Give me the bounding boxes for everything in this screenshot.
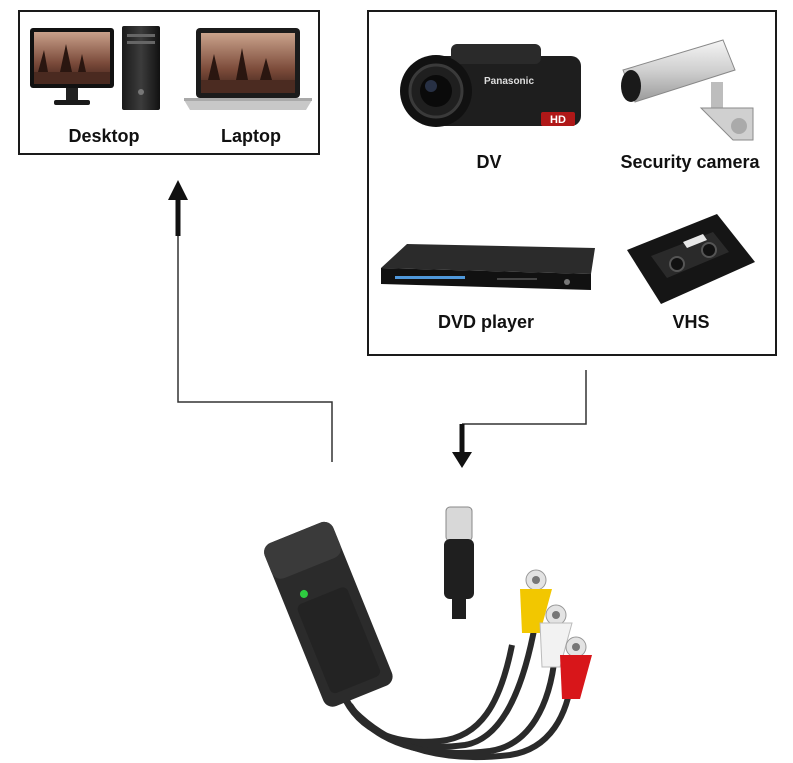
security-camera-icon bbox=[613, 30, 763, 145]
dvd-player-label: DVD player bbox=[437, 312, 535, 332]
down-arrow-icon bbox=[452, 452, 472, 468]
camcorder-hd-mark: HD bbox=[550, 114, 566, 126]
camcorder-icon: Panasonic HD bbox=[391, 26, 591, 146]
dongle-to-computer-line bbox=[177, 232, 333, 462]
computers-box: Desktop Laptop bbox=[18, 10, 320, 155]
desktop-label: Desktop bbox=[68, 126, 140, 146]
dvd-player-icon bbox=[377, 234, 599, 304]
laptop-icon bbox=[180, 24, 316, 116]
desktop-icon bbox=[26, 22, 166, 117]
vhs-label: VHS bbox=[672, 312, 710, 332]
dv-label: DV bbox=[476, 152, 502, 172]
vhs-tape-icon bbox=[621, 210, 761, 310]
security-camera-label: Security camera bbox=[620, 152, 760, 172]
usb-capture-dongle-icon bbox=[250, 505, 600, 763]
up-arrow-shaft bbox=[175, 196, 181, 236]
camcorder-brand: Panasonic bbox=[484, 76, 534, 87]
laptop-label: Laptop bbox=[221, 126, 281, 146]
up-arrow-icon bbox=[168, 180, 188, 200]
down-arrow-shaft bbox=[459, 424, 465, 454]
source-to-dongle-line bbox=[462, 370, 587, 425]
sources-box: Panasonic HD DV Security camera bbox=[367, 10, 777, 356]
